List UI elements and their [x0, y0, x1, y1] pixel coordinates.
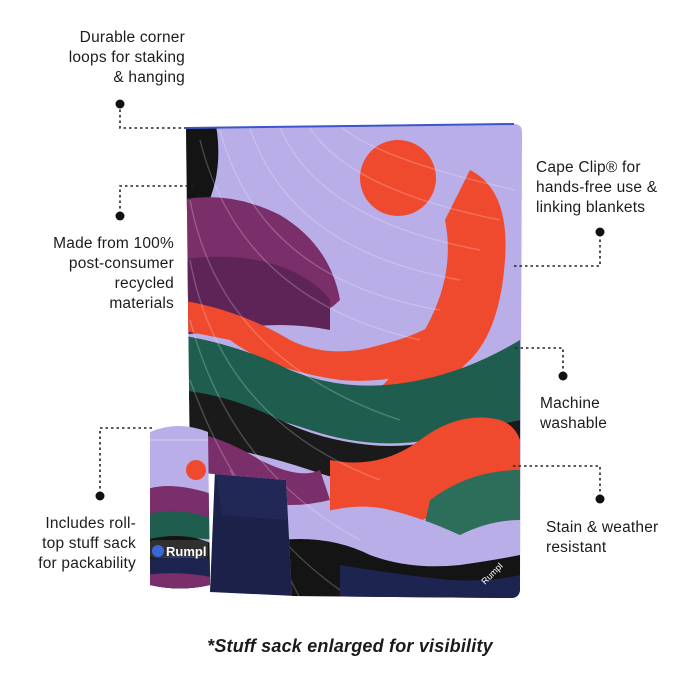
callout-line: for packability [38, 555, 136, 572]
sack-logo: Rumpl [166, 544, 206, 559]
callout-line: Includes roll- [45, 515, 136, 532]
callout-cape-clip: Cape Clip® for hands-free use & linking … [536, 158, 657, 218]
stuff-sack: Rumpl [150, 426, 210, 589]
callout-line: & hanging [113, 69, 185, 86]
blanket-top-edge [185, 123, 515, 129]
dot-washable [558, 371, 568, 381]
callout-dots [95, 99, 605, 504]
callout-stain: Stain & weather resistant [546, 518, 658, 558]
blanket-folded-corner [210, 470, 300, 596]
callout-line: linking blankets [536, 199, 646, 216]
callout-line: materials [109, 295, 174, 312]
callout-line: Machine [540, 395, 600, 412]
dot-recycled [115, 211, 125, 221]
sack-logo-badge-icon [152, 545, 164, 557]
footnote: *Stuff sack enlarged for visibility [207, 636, 493, 656]
callout-line: hands-free use & [536, 179, 658, 196]
dot-stain [595, 494, 605, 504]
callout-line: Stain & weather [546, 519, 659, 536]
callout-line: Durable corner [79, 29, 185, 46]
dot-corner-loops [115, 99, 125, 109]
leader-lines [99, 104, 601, 497]
callout-corner-loops: Durable corner loops for staking & hangi… [69, 28, 185, 88]
sun-shape [360, 140, 436, 216]
dot-cape-clip [595, 227, 605, 237]
callout-line: recycled [114, 275, 174, 292]
callout-line: washable [540, 415, 608, 432]
callout-recycled: Made from 100% post-consumer recycled ma… [53, 234, 174, 314]
callout-stuff-sack: Includes roll- top stuff sack for packab… [38, 514, 136, 574]
blanket: Rumpl [186, 124, 522, 598]
callout-washable: Machine washable [540, 394, 607, 434]
callout-line: resistant [546, 539, 607, 556]
callout-line: post-consumer [68, 255, 174, 272]
dot-stuff-sack [95, 491, 105, 501]
callout-line: loops for staking [68, 49, 185, 66]
callout-line: Made from 100% [53, 235, 174, 252]
callout-line: Cape Clip® for [536, 159, 641, 176]
callout-line: top stuff sack [42, 535, 136, 552]
